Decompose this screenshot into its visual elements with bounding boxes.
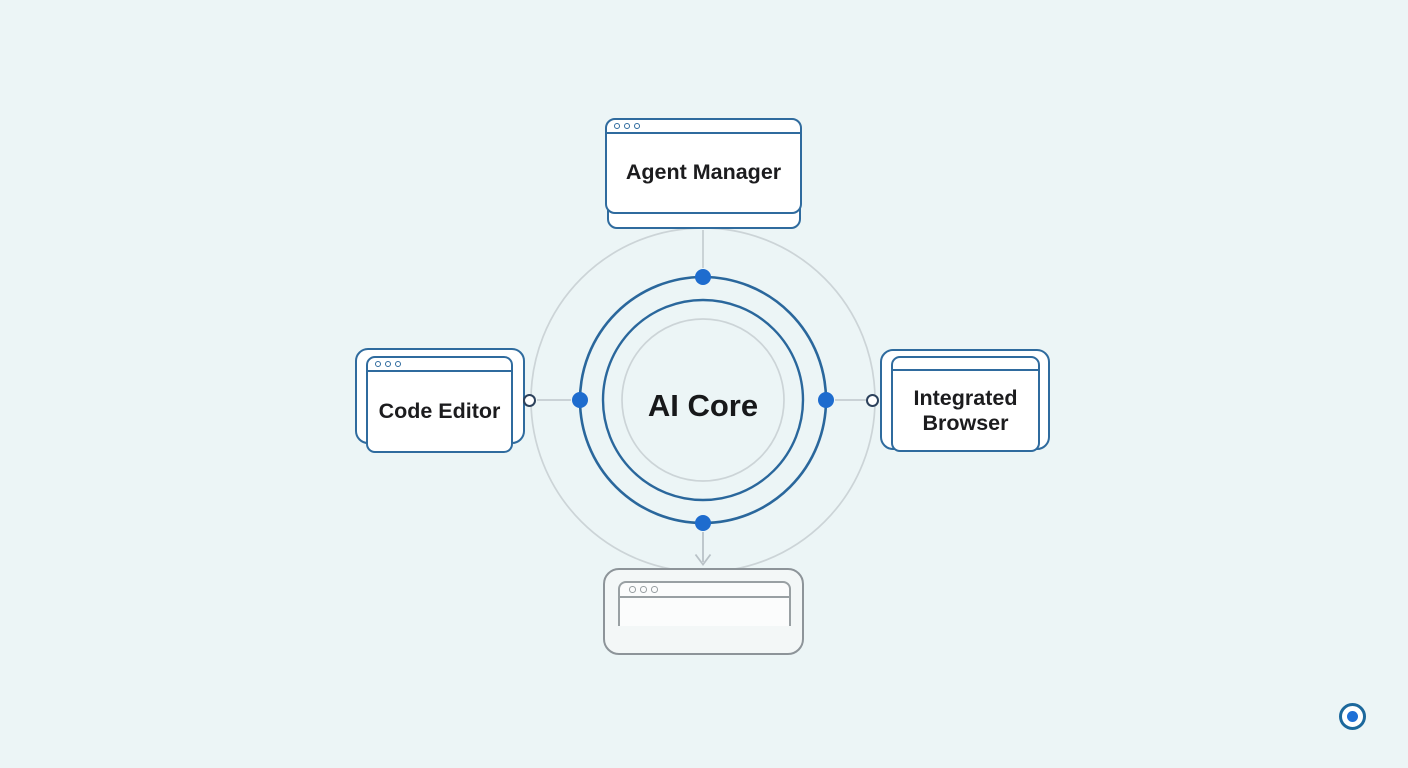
window-titlebar	[893, 358, 1038, 371]
window-dot-icon	[651, 586, 658, 593]
node-label-integrated-browser: Integrated Browser	[913, 385, 1018, 435]
window-dot-icon	[640, 586, 647, 593]
window-dot-icon	[375, 361, 381, 367]
code-editor-window: Code Editor	[366, 356, 513, 453]
target-dot-icon	[1346, 710, 1359, 723]
window-dot-icon	[624, 123, 630, 129]
agent-manager-window: Agent Manager	[605, 118, 802, 214]
port-circle-right	[866, 394, 879, 407]
window-dot-icon	[629, 586, 636, 593]
inner-guide-circle	[621, 318, 785, 482]
node-dot-left	[572, 392, 588, 408]
window-dot-icon	[634, 123, 640, 129]
window-titlebar	[620, 583, 789, 598]
node-dot-bottom	[695, 515, 711, 531]
window-dot-icon	[395, 361, 401, 367]
integrated-browser-window: Integrated Browser	[891, 356, 1040, 452]
arrowhead-down-icon	[694, 553, 712, 566]
placeholder-window-sketch	[618, 581, 791, 626]
node-dot-top	[695, 269, 711, 285]
inner-core-ring	[601, 298, 805, 502]
port-circle-left	[523, 394, 536, 407]
node-dot-right	[818, 392, 834, 408]
window-titlebar	[368, 358, 511, 372]
node-label-code-editor: Code Editor	[378, 398, 501, 423]
target-icon	[1339, 703, 1366, 730]
node-label-agent-manager: Agent Manager	[625, 160, 782, 185]
placeholder-window	[603, 568, 804, 655]
window-titlebar	[607, 120, 800, 134]
window-dot-icon	[385, 361, 391, 367]
core-label: AI Core	[647, 388, 759, 423]
window-dot-icon	[614, 123, 620, 129]
